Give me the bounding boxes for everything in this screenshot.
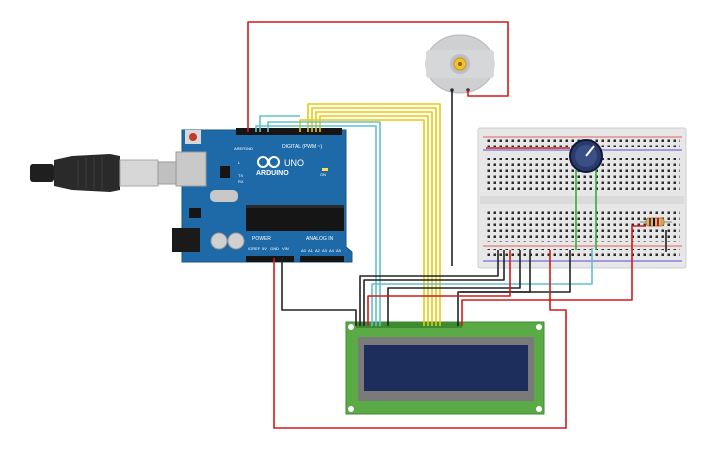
lcd-16x2[interactable] bbox=[345, 321, 545, 415]
pin-label-a2: A2 bbox=[315, 248, 321, 253]
gnd-label: GND bbox=[244, 146, 253, 151]
arduino-uno-board[interactable]: ARDUINO UNO DIGITAL (PWM ~) AREF GND L T… bbox=[172, 128, 353, 263]
pin-label-a1: A1 bbox=[308, 248, 314, 253]
pot-knob-indicator bbox=[585, 145, 595, 157]
pin-label-gnd: GND bbox=[270, 246, 279, 251]
power-header-label: POWER bbox=[252, 236, 271, 242]
usb-cable[interactable] bbox=[30, 154, 189, 192]
on-led-label: ON bbox=[320, 172, 326, 177]
uno-label: UNO bbox=[284, 158, 304, 168]
pin-label-a5: A5 bbox=[336, 248, 342, 253]
wire-yellow-1[interactable] bbox=[307, 103, 441, 326]
wire-black-gnd[interactable] bbox=[281, 258, 357, 326]
lcd-screen bbox=[364, 345, 528, 391]
l-led-label: L bbox=[238, 160, 241, 165]
wire-red-lcd-vdd[interactable] bbox=[367, 250, 511, 326]
pin-label-vin: VIN bbox=[282, 246, 289, 251]
potentiometer[interactable] bbox=[569, 139, 603, 173]
atmega-chip bbox=[246, 205, 344, 231]
wire-red-motor[interactable] bbox=[247, 21, 509, 132]
pin-label-a0: A0 bbox=[301, 248, 307, 253]
tx-led-label: TX bbox=[238, 173, 243, 178]
pin-label-5v: 5V bbox=[262, 246, 267, 251]
pin-label-a3: A3 bbox=[322, 248, 328, 253]
wire-cyan-4[interactable] bbox=[371, 248, 593, 326]
rx-led-label: RX bbox=[238, 179, 244, 184]
wire-black-lcd-rw[interactable] bbox=[363, 250, 505, 326]
dc-motor[interactable] bbox=[425, 34, 495, 94]
pin-label-a4: A4 bbox=[329, 248, 335, 253]
arduino-logo bbox=[257, 156, 280, 168]
wire-black-lcd-k[interactable] bbox=[387, 250, 521, 326]
wire-yellow-4[interactable] bbox=[319, 115, 429, 326]
pin-label-ioref: IOREF bbox=[248, 246, 261, 251]
wire-cyan-2[interactable] bbox=[267, 121, 381, 326]
lcd-pin-row[interactable] bbox=[356, 322, 462, 328]
reset-button[interactable] bbox=[189, 133, 197, 141]
arduino-brand-label: ARDUINO bbox=[256, 170, 289, 177]
analog-header-label: ANALOG IN bbox=[306, 236, 334, 242]
analog-header[interactable] bbox=[300, 256, 344, 262]
resistor[interactable] bbox=[640, 217, 672, 227]
wire-red-led[interactable] bbox=[461, 225, 646, 326]
wires[interactable] bbox=[247, 21, 667, 429]
power-header[interactable] bbox=[246, 256, 294, 262]
digital-header-label: DIGITAL (PWM ~) bbox=[282, 144, 322, 150]
aref-label: AREF bbox=[234, 146, 245, 151]
wire-cyan-3[interactable] bbox=[255, 125, 377, 326]
wire-black-lcd-vss[interactable] bbox=[359, 250, 499, 326]
wire-black-rail[interactable] bbox=[460, 250, 571, 293]
digital-header[interactable] bbox=[236, 128, 342, 135]
